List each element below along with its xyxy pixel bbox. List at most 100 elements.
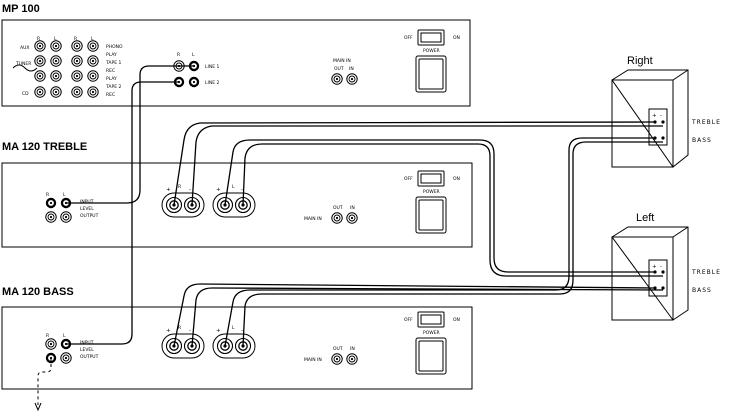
treble-power-label: POWER [423,189,440,195]
treble-on-label: ON [453,176,460,182]
rca-jack[interactable] [50,40,62,52]
treble-post-minus: - [241,187,243,193]
treble-power-button-face [418,199,444,231]
mp100-on-label: ON [453,35,460,41]
treble-amp-title: MA 120 TREBLE [2,141,87,153]
bass-power-button[interactable] [415,337,447,375]
left-speaker-bass-label: BASS [692,287,712,294]
bass-on-label: ON [453,317,460,323]
rca-jack[interactable] [71,55,83,67]
tuner-glyph-icon [12,64,38,72]
treble-post-plus: + [216,187,221,193]
bass-in-label: INPUT [80,340,94,346]
rca-jack[interactable] [34,40,46,52]
mp100-unit: MP 100 R L R L AUX TUNER CD [1,3,471,107]
mp100-input-jacks [34,40,99,98]
rca-jack[interactable] [71,40,83,52]
bass-off-label: OFF [404,317,413,323]
treble-power-button[interactable] [415,196,447,234]
treble-power-switch[interactable] [417,170,445,187]
right-speaker: Right + - TREBLE BASS [611,55,720,168]
mp100-tape-label: PLAY [106,76,117,82]
mp100-row-label-tuner: TUNER [15,61,31,67]
treble-output-r-jack[interactable] [45,211,57,223]
mp100-power-button[interactable] [415,55,447,93]
rca-jack[interactable] [71,86,83,98]
treble-speaker-l-terminal [212,192,256,218]
treble-mainin-in-jack[interactable] [346,212,358,224]
bass-amp-unit: MA 120 BASS R L INPUT LEVEL OUTPUT + R -… [1,286,473,390]
rca-jack[interactable] [87,55,99,67]
treble-in-col-label: R [46,192,49,198]
mp100-power-button-face [418,58,444,90]
bass-mainin-in: IN [350,346,355,352]
bass-output-dashed-cable [37,358,52,405]
rca-jack[interactable] [50,55,62,67]
right-speaker-cabinet-side [611,69,689,168]
terminal-post-icon[interactable] [661,120,665,124]
bass-in-label: OUTPUT [80,354,99,360]
treble-in-col-label: L [63,192,66,198]
bass-power-button-face [418,340,444,372]
treble-input-r-jack[interactable] [45,197,57,209]
treble-amp-unit: MA 120 TREBLE R L INPUT LEVEL OUTPUT + R… [1,141,473,248]
bass-in-col-label: L [63,333,66,339]
rca-jack[interactable] [34,86,46,98]
mp100-mainin-in: IN [349,66,354,72]
svg-text:+: + [652,113,657,119]
bass-power-rocker [420,314,442,325]
treble-speaker-l-label: L [232,184,235,190]
rca-jack[interactable] [87,40,99,52]
bass-speaker-l-label: L [232,325,235,331]
mp100-mainin-out-jack[interactable] [331,73,343,85]
treble-output-l-jack[interactable] [60,211,72,223]
terminal-post-icon[interactable] [661,286,665,290]
bass-l-cable-minus [242,141,663,347]
treble-post-minus: - [189,187,191,193]
mp100-tape-label: REC [106,68,115,74]
treble-l-cable-plus [224,139,655,273]
svg-text:-: - [660,113,662,119]
treble-in-label: OUTPUT [80,213,99,219]
down-arrow-icon [34,402,42,412]
terminal-post-icon[interactable] [661,270,665,274]
bass-output-l-jack[interactable] [60,352,72,364]
bass-mainin-out: OUT [333,346,343,352]
mp100-mainin-in-jack[interactable] [346,73,358,85]
treble-speaker-r-label: R [178,184,181,190]
rca-jack[interactable] [87,70,99,82]
line-cable-bass [66,81,179,345]
treble-mainin-in: IN [350,205,355,211]
bass-input-r-jack[interactable] [45,338,57,350]
rca-jack[interactable] [87,86,99,98]
line2-l-jack[interactable] [188,76,200,88]
treble-mainin-out-jack[interactable] [331,212,343,224]
mp100-power-switch[interactable] [417,29,445,46]
rca-jack[interactable] [34,55,46,67]
rca-jack[interactable] [34,70,46,82]
bass-power-switch[interactable] [417,311,445,328]
mp100-out-label: LINE 1 [205,64,219,70]
rca-jack[interactable] [50,86,62,98]
mp100-out-label: LINE 2 [205,80,219,86]
treble-r-cable-minus [191,125,663,206]
bass-speaker-r-label: R [178,325,181,331]
treble-amp-chassis [1,162,473,248]
terminal-post-icon[interactable] [661,136,665,140]
left-speaker: Left + - TREBLE BASS [611,212,720,321]
bass-power-label: POWER [423,330,440,336]
rca-jack[interactable] [71,70,83,82]
bass-mainin-in-jack[interactable] [346,353,358,365]
mp100-power-label: POWER [423,48,440,54]
treble-off-label: OFF [404,176,413,182]
mp100-out-col-label: L [192,52,195,58]
bass-speaker-l-terminal [212,333,256,359]
rca-jack[interactable] [50,70,62,82]
bass-amp-title: MA 120 BASS [2,286,74,298]
bass-post-minus: - [241,328,243,334]
bass-mainin-out-jack[interactable] [331,353,343,365]
mp100-mainin-out: OUT [334,66,344,72]
left-speaker-terminal-plate [648,259,668,297]
left-speaker-title: Left [636,212,654,224]
left-speaker-cabinet-side [611,226,689,321]
